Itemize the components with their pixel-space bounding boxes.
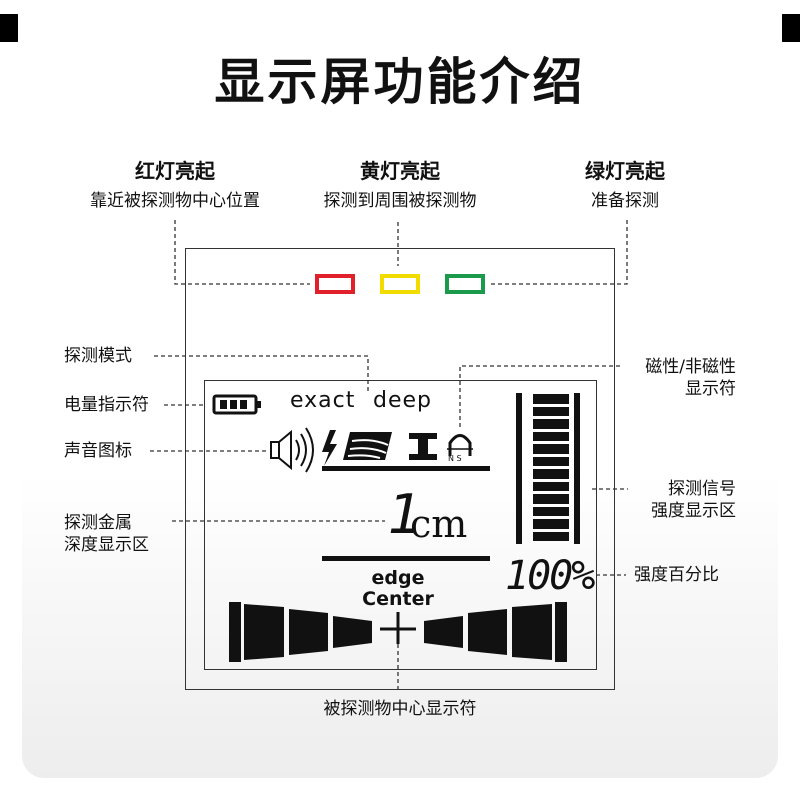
signal-segment [533, 456, 569, 466]
depth-label-line1: 探测金属 [64, 513, 132, 533]
red-led [315, 274, 355, 294]
corner-mark-right [782, 14, 800, 42]
mode-exact-text: exact [290, 388, 356, 413]
signal-segment [533, 469, 569, 479]
mode-label: 探测模式 [64, 346, 132, 366]
magnetic-label-line2: 显示符 [685, 379, 736, 399]
signal-segment [533, 519, 569, 529]
red-led-title: 红灯亮起 [135, 159, 215, 183]
device-outer-frame [185, 248, 615, 690]
battery-label: 电量指示符 [64, 395, 149, 415]
yellow-led [380, 274, 420, 294]
magnetic-label-line1: 磁性/非磁性 [645, 357, 736, 377]
depth-label-line2: 深度显示区 [64, 535, 149, 555]
percent-value: 100% [505, 553, 595, 599]
wood-icon [343, 432, 392, 460]
mode-deep-text: deep [373, 388, 432, 413]
signal-segment [533, 444, 569, 454]
signal-segment [533, 494, 569, 504]
signal-label-line1: 探测信号 [668, 479, 736, 499]
green-led-title: 绿灯亮起 [585, 159, 665, 183]
depth-value: 1 [388, 483, 423, 546]
background-card [22, 14, 778, 778]
battery-icon [212, 394, 261, 415]
edge-text: edge [371, 567, 425, 589]
signal-segment [533, 394, 569, 404]
green-led-desc: 准备探测 [591, 191, 659, 211]
speaker-icon [270, 427, 314, 473]
center-text: Center [362, 588, 434, 610]
center-label: 被探测物中心显示符 [323, 699, 477, 719]
lightning-icon [322, 430, 337, 466]
signal-segment [533, 431, 569, 441]
signal-segment [533, 419, 569, 429]
lcd-separator-top [322, 466, 490, 471]
signal-label-line2: 强度显示区 [651, 501, 736, 521]
yellow-led-title: 黄灯亮起 [360, 159, 440, 183]
page-title: 显示屏功能介绍 [214, 53, 586, 111]
sound-label: 声音图标 [64, 441, 132, 461]
metal-beam-icon [409, 433, 437, 460]
signal-segment [533, 406, 569, 416]
yellow-led-desc: 探测到周围被探测物 [323, 191, 477, 211]
signal-segment [533, 481, 569, 491]
lcd-screen [204, 380, 597, 670]
green-led [445, 274, 485, 294]
signal-segment [533, 531, 569, 541]
magnet-icon [447, 434, 473, 456]
lcd-separator-mid [322, 556, 490, 561]
crosshair-icon [380, 612, 416, 644]
depth-unit: cm [410, 502, 468, 546]
signal-segment [533, 506, 569, 516]
red-led-desc: 靠近被探测物中心位置 [90, 191, 260, 211]
corner-mark-left [0, 14, 18, 42]
center-indicator-bars [229, 602, 567, 662]
percent-label: 强度百分比 [634, 565, 719, 585]
magnet-ns-text: N S [448, 454, 462, 463]
